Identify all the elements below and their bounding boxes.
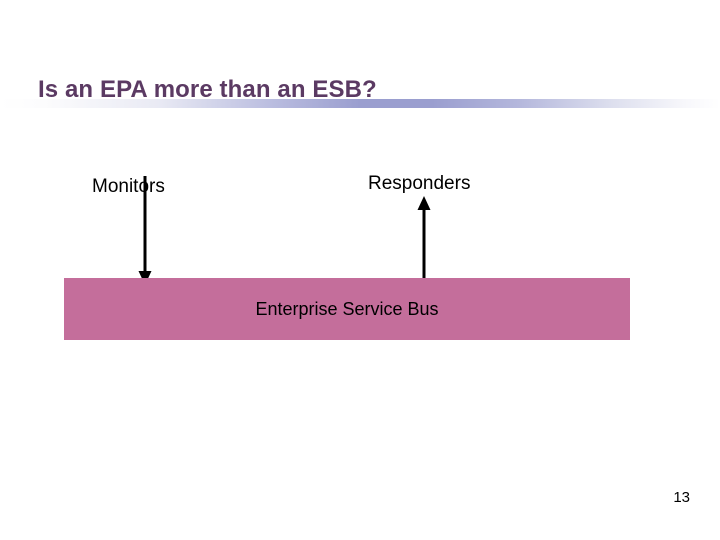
diagram-node-label-monitors: Monitors [92,176,165,197]
page-title: Is an EPA more than an ESB? [38,76,377,104]
enterprise-service-bus-label: Enterprise Service Bus [255,298,439,319]
title-divider [0,99,720,108]
arrow-up-icon [417,196,431,284]
arrow-down-icon [138,176,152,285]
slide-number: 13 [673,489,690,506]
diagram-node-label-responders: Responders [368,173,471,194]
enterprise-service-bus-block: Enterprise Service Bus [64,278,630,340]
